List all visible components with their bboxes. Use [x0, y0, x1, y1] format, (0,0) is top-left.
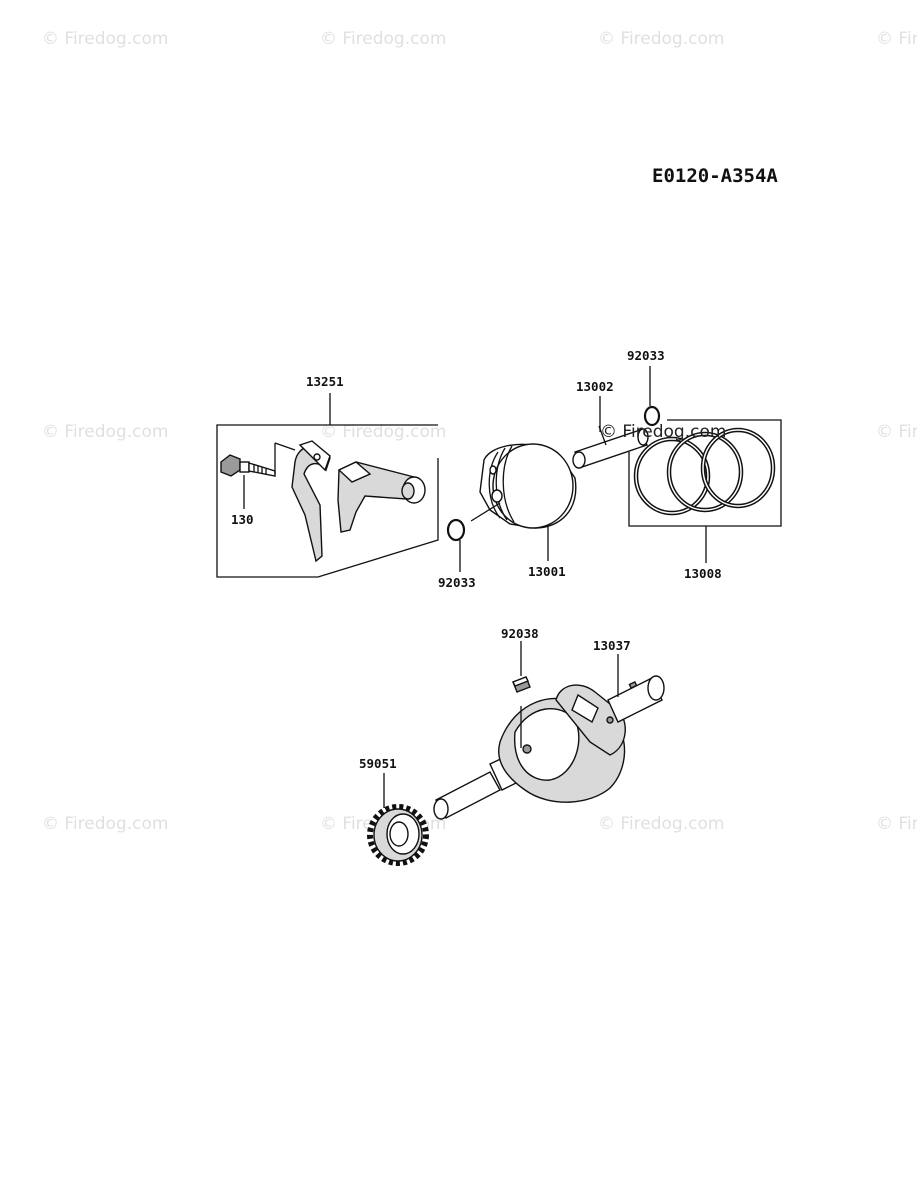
- part-number-59051: 59051: [359, 756, 397, 771]
- key-part[interactable]: [512, 676, 531, 693]
- connecting-rod-part[interactable]: [337, 461, 426, 533]
- crank-gear-part[interactable]: [367, 804, 429, 866]
- part-number-13002: 13002: [576, 379, 614, 394]
- group-box: [628, 419, 782, 527]
- connecting-rod-group[interactable]: 13251 130: [216, 374, 439, 578]
- bolt-part[interactable]: [220, 454, 276, 477]
- part-number-130: 130: [231, 512, 254, 527]
- watermark-text: © Firedog.com: [876, 29, 917, 49]
- part-number-92038: 92038: [501, 626, 539, 641]
- part-number-92033-bottom: 92033: [438, 575, 476, 590]
- watermark-text: © Firedog.com: [598, 814, 724, 834]
- part-number-92033-top: 92033: [627, 348, 665, 363]
- watermark-text: © Firedog.com: [598, 29, 724, 49]
- group-box: [216, 424, 439, 578]
- watermark-text: © Firedog.com: [42, 814, 168, 834]
- piston-pin-part[interactable]: [572, 425, 649, 469]
- watermark-layer: © Firedog.com © Firedog.com © Firedog.co…: [42, 29, 917, 834]
- crankshaft-part[interactable]: [433, 675, 665, 820]
- watermark-text: © Firedog.com: [600, 422, 726, 442]
- watermark-text: © Firedog.com: [42, 29, 168, 49]
- piston-rings-group[interactable]: [628, 419, 782, 527]
- circlip-top-part[interactable]: [643, 405, 661, 427]
- watermark-text: © Firedog.com: [42, 422, 168, 442]
- diagram-code: E0120-A354A: [652, 165, 778, 187]
- circlip-bottom-part[interactable]: [446, 518, 466, 542]
- part-number-13008: 13008: [684, 566, 722, 581]
- watermark-text: © Firedog.com: [876, 422, 917, 442]
- part-number-13037: 13037: [593, 638, 631, 653]
- rod-cap-part[interactable]: [274, 440, 331, 563]
- watermark-text: © Firedog.com: [320, 422, 446, 442]
- part-number-13001: 13001: [528, 564, 566, 579]
- piston-part[interactable]: [470, 443, 577, 529]
- watermark-text: © Firedog.com: [876, 814, 917, 834]
- part-number-13251: 13251: [306, 374, 344, 389]
- watermark-text: © Firedog.com: [320, 29, 446, 49]
